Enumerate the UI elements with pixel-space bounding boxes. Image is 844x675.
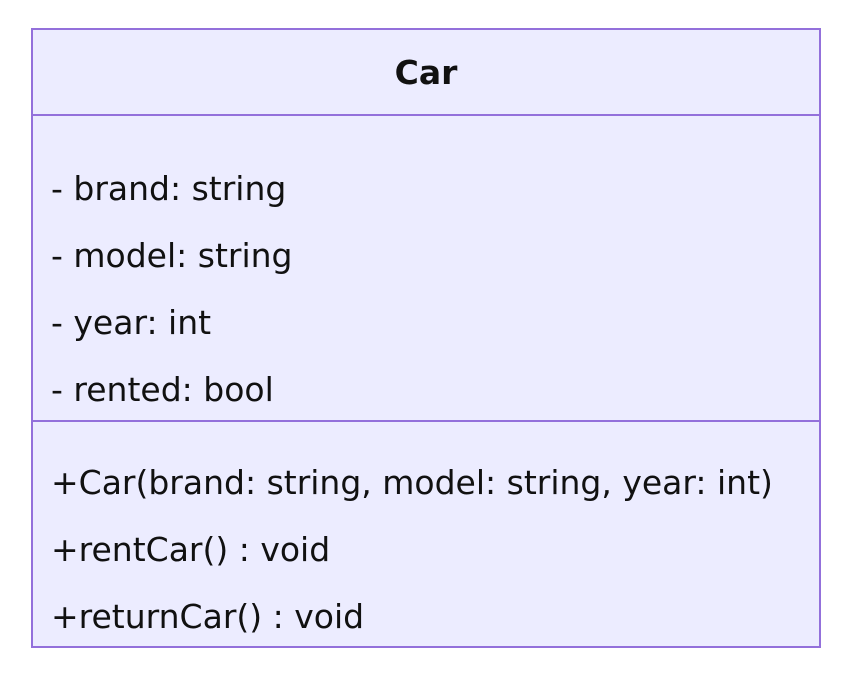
attribute-brand: - brand: string (51, 169, 287, 208)
attribute-model: - model: string (51, 236, 293, 275)
attribute-year: - year: int (51, 303, 212, 342)
method-constructor: +Car(brand: string, model: string, year:… (51, 463, 773, 502)
car-class-box: Car - brand: string - model: string - ye… (31, 28, 821, 648)
method-return-car: +returnCar() : void (51, 597, 365, 636)
attribute-rented: - rented: bool (51, 370, 274, 409)
attributes-compartment: - brand: string - model: string - year: … (33, 116, 819, 422)
method-rent-car: +rentCar() : void (51, 530, 331, 569)
class-header: Car (33, 30, 819, 116)
class-name: Car (394, 52, 458, 92)
methods-compartment: +Car(brand: string, model: string, year:… (33, 422, 819, 648)
